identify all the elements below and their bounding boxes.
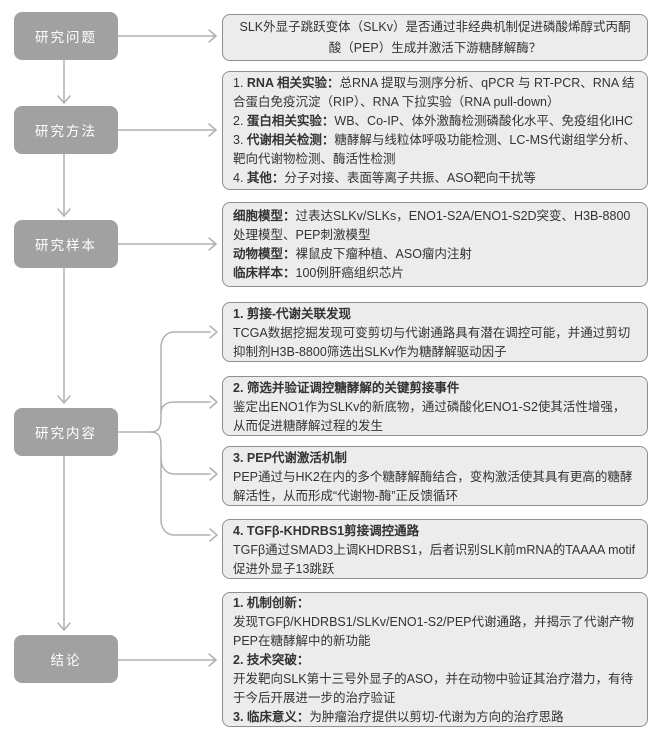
stage-methods: 研究方法 [14, 106, 118, 154]
arrow-conclusion-card-head [208, 653, 217, 667]
card-research-question: SLK外显子跳跃变体（SLKv）是否通过非经典机制促进磷酸烯醇式丙酮酸（PEP）… [222, 14, 648, 61]
conclusion-item-text: 开发靶向SLK第十三号外显子的ASO，并在动物中验证其治疗潜力，有待于今后开展进… [233, 672, 634, 705]
samples-item: 临床样本：100例肝癌组织芯片 [233, 264, 637, 283]
content-3-title: 3. PEP代谢激活机制 [233, 451, 347, 465]
content-branch-2 [160, 401, 211, 414]
conclusion-item-label: 2. 技术突破： [233, 653, 310, 667]
methods-item-label: 其他： [246, 171, 285, 185]
arrow-samples-card-head [208, 237, 217, 251]
card-research-samples: 细胞模型：过表达SLKv/SLKs，ENO1-S2A/ENO1-S2D突变、H3… [222, 202, 648, 287]
stage-content-label: 研究内容 [35, 426, 97, 441]
content-1-title: 1. 剪接-代谢关联发现 [233, 307, 352, 321]
conclusion-item-label: 1. 机制创新： [233, 596, 310, 610]
samples-item-text: 裸鼠皮下瘤种植、ASO瘤内注射 [295, 247, 472, 261]
research-question-text: SLK外显子跳跃变体（SLKv）是否通过非经典机制促进磷酸烯醇式丙酮酸（PEP）… [239, 19, 631, 55]
content-branch-1-head [209, 325, 218, 339]
content-branch-1 [149, 331, 211, 433]
card-research-methods: 1. RNA 相关实验：总RNA 提取与测序分析、qPCR 与 RT-PCR、R… [222, 71, 648, 190]
content-2-text: 鉴定出ENO1作为SLKv的新底物，通过磷酸化ENO1-S2使其活性增强，从而促… [233, 400, 626, 433]
card-content-1: 1. 剪接-代谢关联发现 TCGA数据挖掘发现可变剪切与代谢通路具有潜在调控可能… [222, 302, 648, 362]
stage-question: 研究问题 [14, 12, 118, 60]
card-content-2: 2. 筛选并验证调控糖酵解的关键剪接事件 鉴定出ENO1作为SLKv的新底物，通… [222, 376, 648, 436]
content-4-title: 4. TGFβ-KHDRBS1剪接调控通路 [233, 524, 420, 538]
samples-item-text: 过表达SLKv/SLKs，ENO1-S2A/ENO1-S2D突变、H3B-880… [233, 209, 631, 242]
stage-conclusion-label: 结论 [50, 653, 82, 668]
card-conclusion: 1. 机制创新： 发现TGFβ/KHDRBS1/SLKv/ENO1-S2/PEP代… [222, 592, 648, 727]
content-branch-4 [149, 431, 211, 536]
arrow-content-to-conclusion-head [57, 622, 71, 631]
arrow-methods-to-samples-head [57, 208, 71, 217]
content-branch-4-head [209, 528, 218, 542]
card-content-3: 3. PEP代谢激活机制 PEP通过与HK2在内的多个糖酵解酶结合，变构激活使其… [222, 446, 648, 506]
arrow-question-card-head [208, 29, 217, 43]
samples-item: 细胞模型：过表达SLKv/SLKs，ENO1-S2A/ENO1-S2D突变、H3… [233, 207, 637, 245]
methods-item-text: 分子对接、表面等离子共振、ASO靶向干扰等 [284, 171, 536, 185]
content-branch-2-head [209, 395, 218, 409]
stage-content: 研究内容 [14, 408, 118, 456]
conclusion-item: 1. 机制创新： 发现TGFβ/KHDRBS1/SLKv/ENO1-S2/PEP代… [233, 594, 637, 651]
methods-item: 1. RNA 相关实验：总RNA 提取与测序分析、qPCR 与 RT-PCR、R… [233, 74, 637, 112]
methods-item-text: 糖酵解与线粒体呼吸功能检测、LC-MS代谢组学分析、靶向代谢物检测、酶活性检测 [233, 133, 636, 166]
methods-item: 2. 蛋白相关实验：WB、Co-IP、体外激酶检测磷酸化水平、免疫组化IHC [233, 112, 637, 131]
content-branch-3 [160, 458, 211, 475]
arrow-methods-card-head [208, 123, 217, 137]
stage-methods-label: 研究方法 [35, 124, 97, 139]
conclusion-item: 3. 临床意义：为肿瘤治疗提供以剪切-代谢为方向的治疗思路 [233, 708, 637, 727]
conclusion-item: 2. 技术突破： 开发靶向SLK第十三号外显子的ASO，并在动物中验证其治疗潜力，… [233, 651, 637, 708]
stage-samples-label: 研究样本 [35, 238, 97, 253]
samples-item-label: 细胞模型： [233, 209, 296, 223]
content-4-text: TGFβ通过SMAD3上调KHDRBS1，后者识别SLK前mRNA的TAAAA … [233, 543, 636, 576]
arrow-question-to-methods-head [57, 95, 71, 104]
conclusion-item-text: 发现TGFβ/KHDRBS1/SLKv/ENO1-S2/PEP代谢通路，并揭示了… [233, 615, 635, 648]
stage-samples: 研究样本 [14, 220, 118, 268]
samples-item-text: 100例肝癌组织芯片 [295, 266, 404, 280]
methods-item-num: 2. [233, 114, 247, 128]
methods-item-label: 蛋白相关实验： [246, 114, 335, 128]
conclusion-item-text: 为肿瘤治疗提供以剪切-代谢为方向的治疗思路 [309, 710, 564, 724]
methods-item-num: 1. [233, 76, 247, 90]
conclusion-item-label: 3. 临床意义： [233, 710, 310, 724]
methods-item: 4. 其他：分子对接、表面等离子共振、ASO靶向干扰等 [233, 169, 637, 188]
content-1-text: TCGA数据挖掘发现可变剪切与代谢通路具有潜在调控可能，并通过剪切抑制剂H3B-… [233, 326, 631, 359]
samples-item-label: 临床样本： [233, 266, 296, 280]
stage-question-label: 研究问题 [35, 30, 97, 45]
content-branch-3-head [209, 467, 218, 481]
arrow-samples-to-content-head [57, 395, 71, 404]
samples-item: 动物模型：裸鼠皮下瘤种植、ASO瘤内注射 [233, 245, 637, 264]
content-3-text: PEP通过与HK2在内的多个糖酵解酶结合，变构激活使其具有更高的糖酵解活性，从而… [233, 470, 633, 503]
methods-item-num: 4. [233, 171, 247, 185]
methods-item: 3. 代谢相关检测：糖酵解与线粒体呼吸功能检测、LC-MS代谢组学分析、靶向代谢… [233, 131, 637, 169]
stage-conclusion: 结论 [14, 635, 118, 683]
methods-item-text: 总RNA 提取与测序分析、qPCR 与 RT-PCR、RNA 结合蛋白免疫沉淀（… [233, 76, 635, 109]
methods-item-text: WB、Co-IP、体外激酶检测磷酸化水平、免疫组化IHC [334, 114, 634, 128]
methods-item-label: 代谢相关检测： [246, 133, 335, 147]
content-2-title: 2. 筛选并验证调控糖酵解的关键剪接事件 [233, 381, 460, 395]
card-content-4: 4. TGFβ-KHDRBS1剪接调控通路 TGFβ通过SMAD3上调KHDRB… [222, 519, 648, 579]
samples-item-label: 动物模型： [233, 247, 296, 261]
methods-item-label: RNA 相关实验： [246, 76, 340, 90]
methods-item-num: 3. [233, 133, 247, 147]
